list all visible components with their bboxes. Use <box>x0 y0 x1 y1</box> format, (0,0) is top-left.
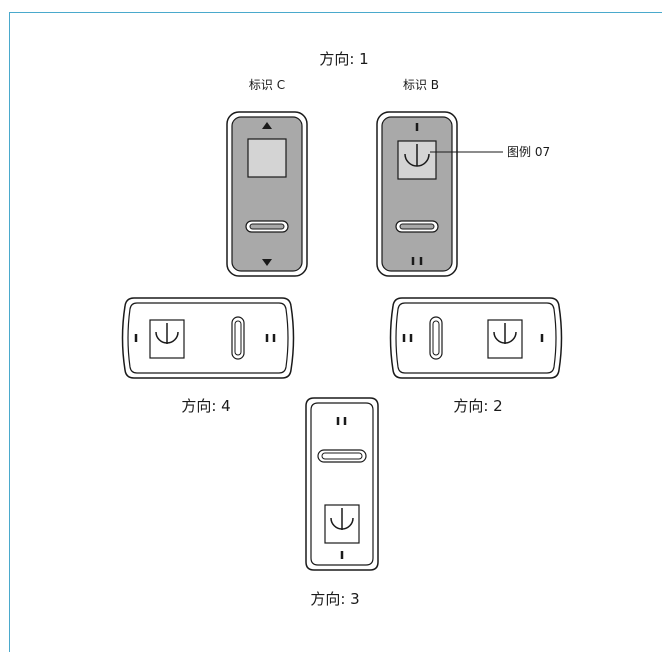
orientation-3-label: 方向: 3 <box>310 590 359 608</box>
power-symbol-icon <box>493 323 517 344</box>
marker-b-label: 标识 B <box>403 78 439 92</box>
slot-icon <box>432 320 440 356</box>
device-marker-b <box>376 111 458 277</box>
diagram-frame <box>9 12 662 652</box>
triangle-up-icon <box>262 122 272 129</box>
slot-icon <box>249 223 285 230</box>
device-orientation-3 <box>305 397 379 571</box>
callout-label: 图例 07 <box>507 145 550 159</box>
device-orientation-2 <box>389 297 563 379</box>
orientation-4-label: 方向: 4 <box>181 397 230 415</box>
double-tick-icon <box>402 334 413 342</box>
marker-c-label: 标识 C <box>249 78 285 92</box>
double-tick-icon <box>265 334 276 342</box>
slot-icon <box>321 452 363 460</box>
slot-icon <box>234 320 242 356</box>
orientation-1-label: 方向: 1 <box>319 50 368 68</box>
power-symbol-icon <box>155 323 179 344</box>
double-tick-icon <box>411 257 423 265</box>
power-symbol-icon <box>404 144 430 167</box>
device-orientation-4 <box>121 297 295 379</box>
double-tick-icon <box>336 417 347 425</box>
triangle-down-icon <box>262 259 272 266</box>
slot-icon <box>399 223 435 230</box>
blank-screen-icon <box>247 138 287 178</box>
orientation-2-label: 方向: 2 <box>453 397 502 415</box>
device-marker-c <box>226 111 308 277</box>
power-symbol-icon <box>330 508 354 530</box>
